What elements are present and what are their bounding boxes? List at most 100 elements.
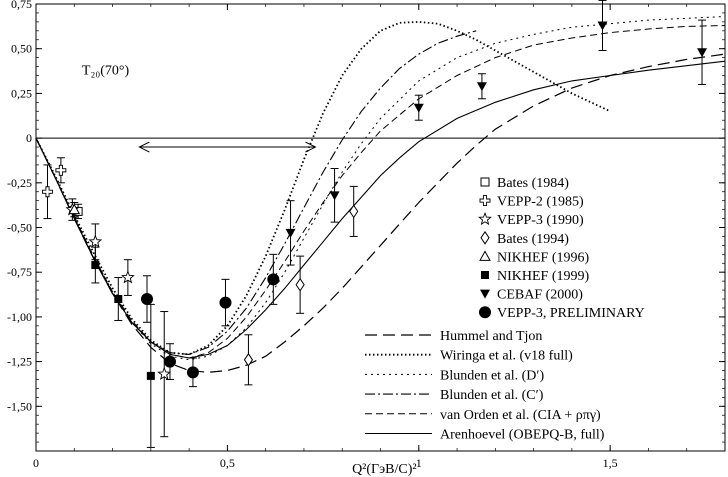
marker-triangle-open: [68, 203, 81, 215]
marker-square: [481, 271, 489, 279]
y-tick-label: -1,25: [7, 355, 32, 369]
curve-4: [35, 25, 726, 359]
marker-square-open: [480, 177, 490, 187]
marker-diamond-open: [480, 230, 490, 245]
data-point-1-0: [42, 186, 53, 198]
legend-curve-label-3: Blunden et al. (C′): [440, 388, 544, 403]
marker-diamond-open: [349, 204, 359, 219]
y-tick-label: 0,50: [11, 42, 32, 56]
marker-triangle-down: [697, 48, 708, 58]
data-point-7-3: [219, 296, 232, 309]
plot-frame: [35, 3, 726, 452]
marker-triangle-down: [413, 103, 424, 113]
data-point-1-1: [55, 164, 67, 176]
data-point-6-0: [285, 228, 296, 238]
marker-diamond-open: [243, 352, 254, 367]
data-point-2-2: [121, 270, 135, 284]
data-point-7-2: [186, 366, 199, 379]
theory-curves: [35, 16, 726, 373]
legend-marker-6: [480, 289, 490, 299]
marker-triangle-down: [329, 191, 340, 201]
marker-triangle-down: [480, 289, 490, 299]
data-point-2-1: [88, 234, 103, 248]
marker-circle: [186, 366, 199, 379]
legend-label-7: VEPP-3, PRELIMINARY: [497, 306, 645, 321]
y-tick-label: -0,25: [7, 176, 32, 190]
data-point-5-2: [146, 371, 155, 380]
marker-circle: [479, 306, 491, 319]
y-tick-label: 0,25: [11, 86, 32, 100]
x-tick-label: 1,5: [603, 456, 618, 470]
data-point-4-0: [68, 203, 81, 215]
range-arrow-right-head: [305, 141, 317, 153]
legend: Bates (1984)VEPP-2 (1985)VEPP-3 (1990)Ba…: [365, 176, 645, 443]
marker-circle: [267, 273, 280, 286]
marker-cross-open: [55, 164, 67, 176]
legend-marker-4: [479, 250, 491, 261]
legend-curve-label-2: Blunden et al. (D′): [440, 368, 544, 383]
annotation-label: T₂₀(70°): [82, 64, 130, 79]
data-point-7-0: [141, 293, 154, 306]
legend-marker-2: [478, 211, 492, 226]
legend-marker-5: [481, 271, 489, 279]
marker-star-open: [478, 211, 492, 226]
legend-marker-7: [479, 306, 491, 319]
marker-triangle-down: [597, 21, 608, 31]
legend-label-3: Bates (1994): [497, 232, 569, 247]
marker-square: [114, 295, 123, 304]
legend-label-2: VEPP-3 (1990): [497, 213, 584, 228]
annotation: T₂₀(70°): [82, 64, 317, 153]
legend-label-5: NIKHEF (1999): [497, 269, 589, 284]
data-point-7-4: [267, 273, 280, 286]
marker-diamond-open: [295, 277, 305, 292]
legend-label-6: CEBAF (2000): [497, 288, 583, 303]
legend-label-4: NIKHEF (1996): [497, 250, 589, 265]
curve-3: [35, 30, 477, 355]
data-point-3-1: [295, 277, 305, 292]
legend-marker-0: [480, 177, 490, 187]
data-points: [42, 0, 708, 448]
legend-curve-label-4: van Orden et al. (CIA + ρπγ): [440, 408, 601, 423]
x-tick-label: 0: [33, 456, 39, 470]
range-arrow-left-head: [138, 141, 150, 153]
marker-triangle-down: [285, 228, 296, 238]
axes: 0,750,500,250-0,25-0,50-0,75-1,00-1,25-1…: [7, 0, 726, 477]
y-tick-label: 0: [26, 131, 32, 145]
legend-marker-1: [479, 195, 491, 207]
marker-star-open: [88, 234, 103, 248]
marker-star-open: [157, 366, 172, 381]
marker-cross-open: [479, 195, 491, 207]
data-point-3-2: [349, 204, 359, 219]
data-point-5-0: [91, 261, 100, 270]
y-tick-label: -1,50: [7, 399, 32, 413]
y-tick-label: -0,50: [7, 221, 32, 235]
data-point-3-0: [243, 352, 254, 367]
x-axis-label: Q²(ГэВ/С)²: [352, 462, 417, 477]
marker-square: [91, 261, 100, 270]
data-point-6-1: [329, 191, 340, 201]
x-tick-label: 1: [416, 456, 422, 470]
curve-5: [35, 60, 726, 359]
legend-curve-label-5: Arenhoevel (OBEPQ-B, full): [440, 428, 605, 443]
marker-cross-open: [42, 186, 53, 198]
marker-triangle-open: [479, 250, 491, 261]
legend-curve-label-1: Wiringa et al. (v18 full): [440, 349, 573, 364]
legend-label-1: VEPP-2 (1985): [497, 195, 584, 210]
data-point-7-1: [163, 355, 176, 368]
marker-square: [146, 371, 155, 380]
marker-triangle-down: [476, 82, 487, 92]
data-point-6-3: [476, 82, 487, 92]
data-point-6-2: [413, 103, 424, 113]
curve-0: [35, 53, 726, 373]
marker-circle: [163, 355, 176, 368]
marker-star-open: [121, 270, 135, 284]
y-tick-label: 0,75: [11, 0, 32, 11]
data-point-6-5: [697, 48, 708, 58]
data-point-5-1: [114, 295, 123, 304]
curve-2: [35, 16, 726, 361]
curve-1: [35, 20, 611, 356]
legend-curve-label-0: Hummel and Tjon: [440, 329, 542, 344]
legend-marker-3: [480, 230, 490, 245]
x-tick-label: 0,5: [220, 456, 235, 470]
